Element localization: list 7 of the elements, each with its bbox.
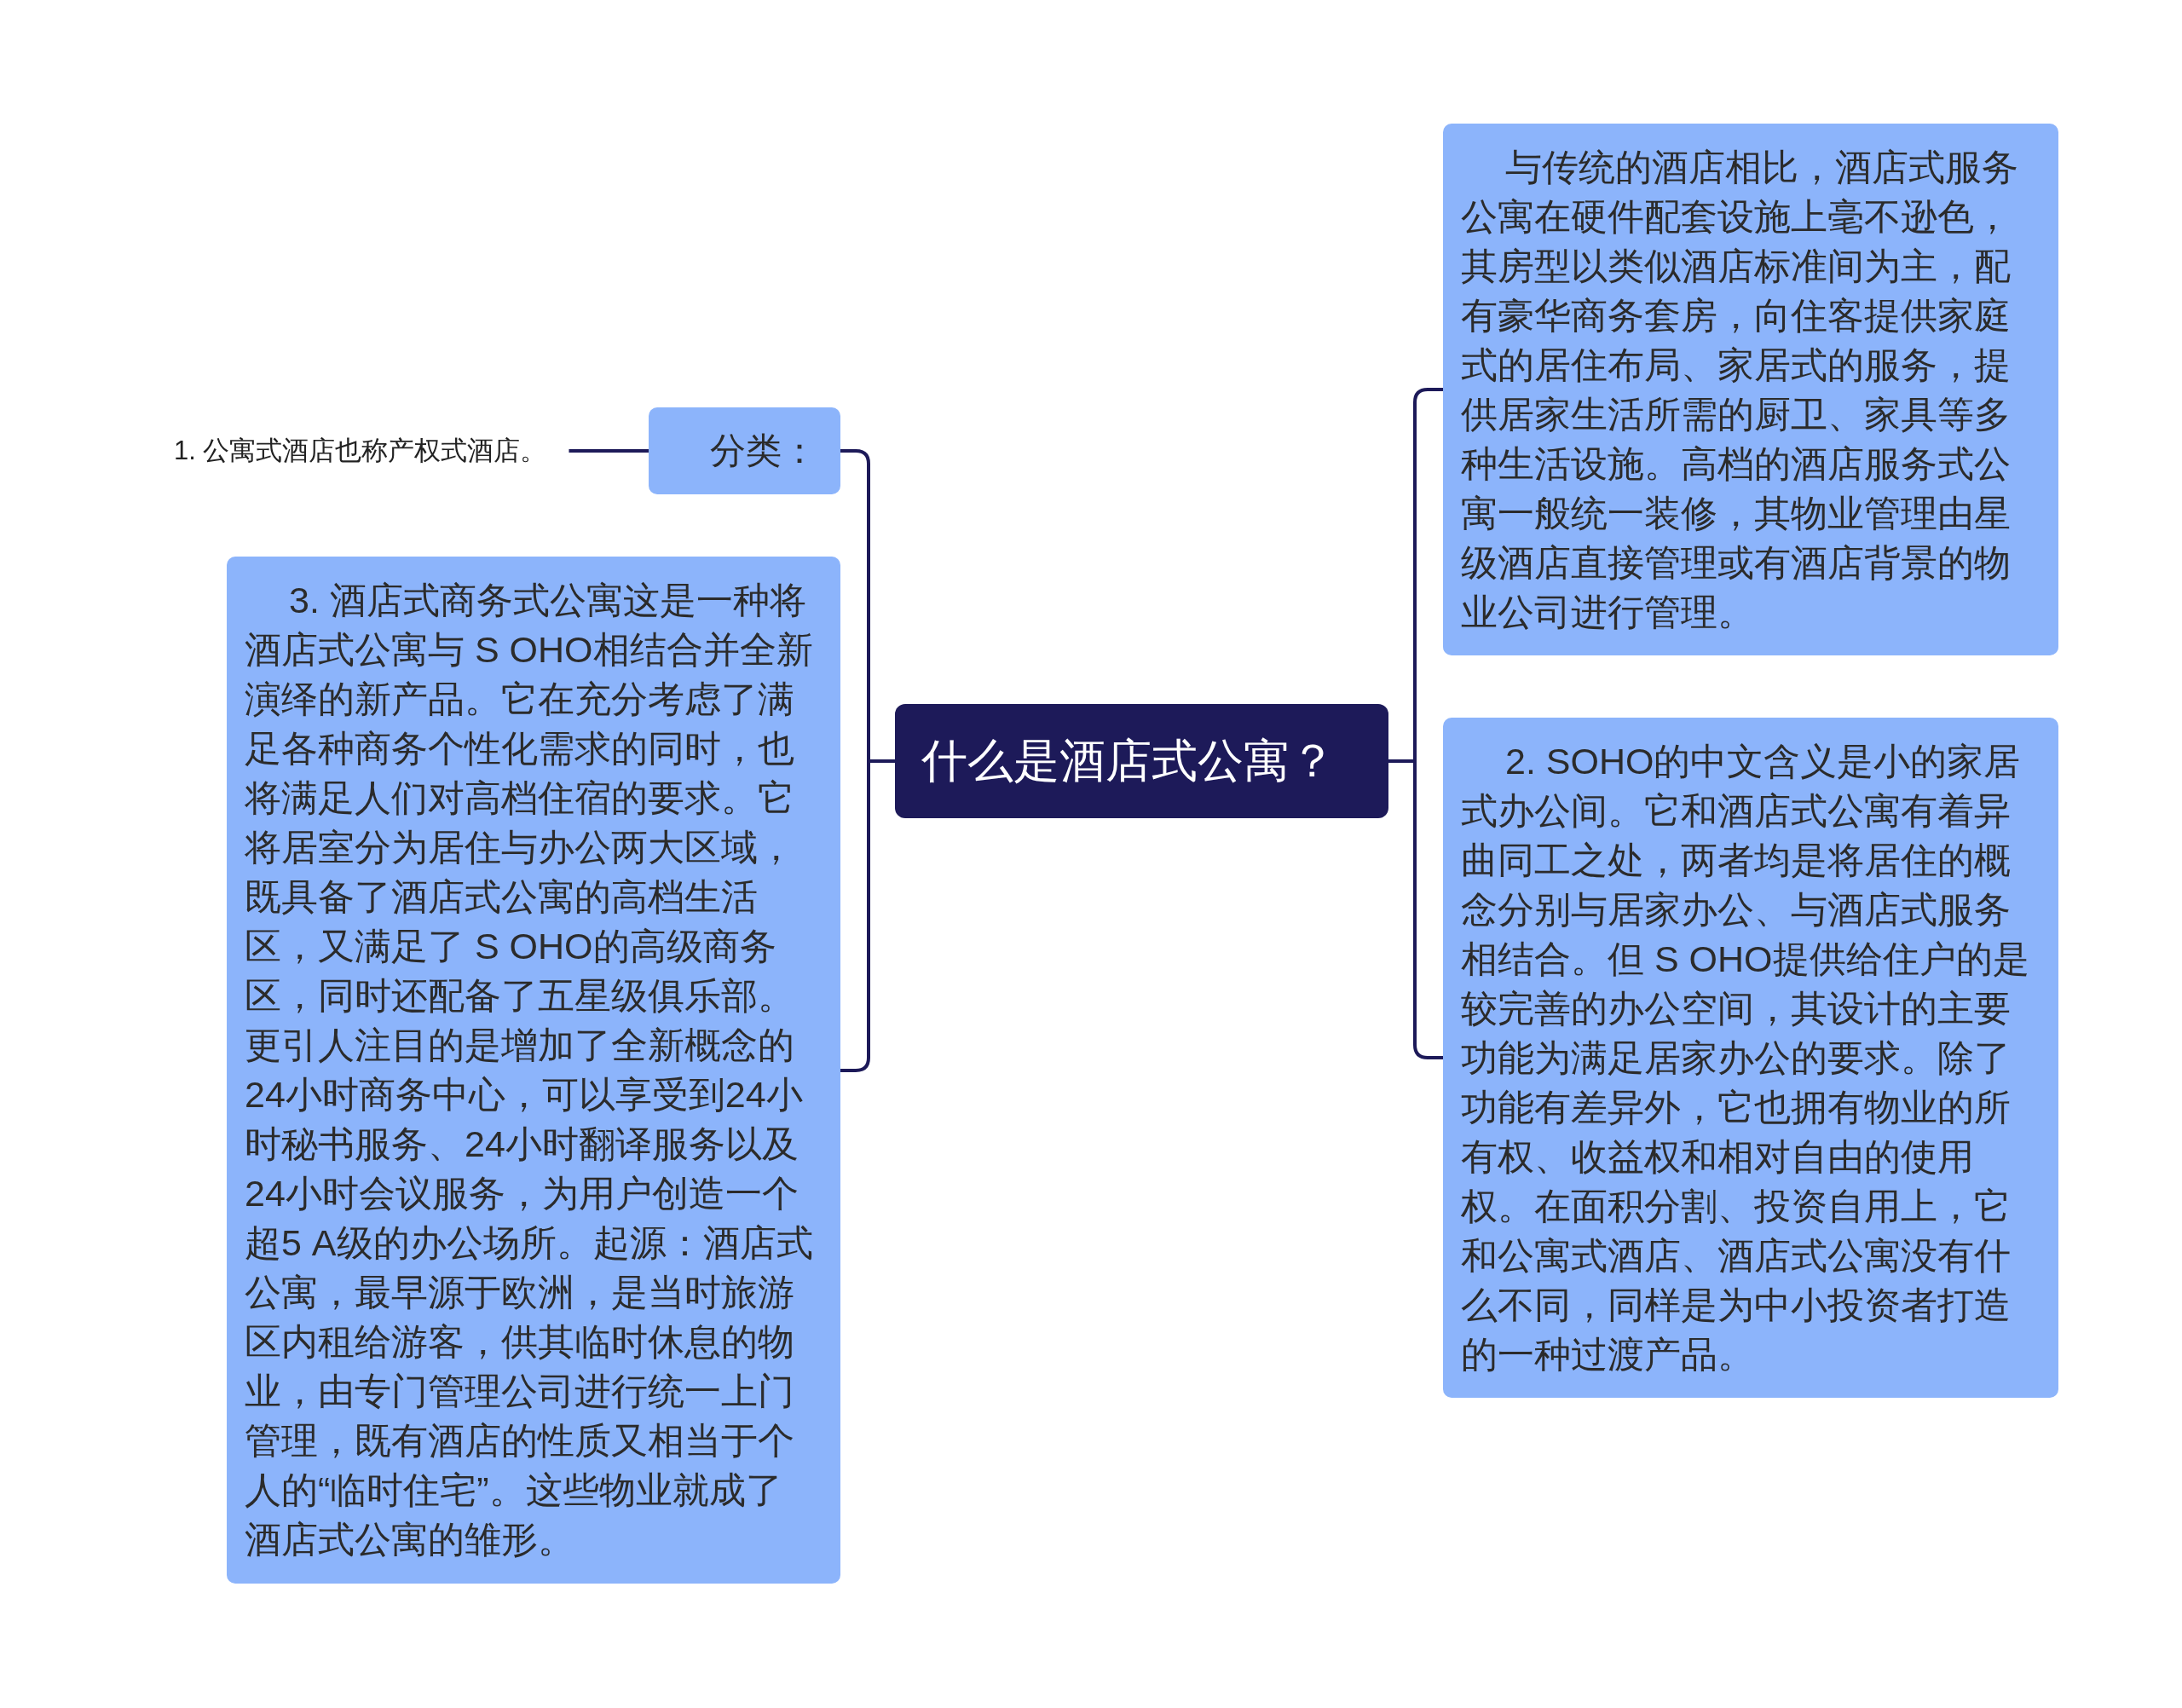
text-card: 3. 酒店式商务式公寓这是一种将酒店式公寓与 S OHO相结合并全新演绎的新产品。它在充分考虑了满足各种商务个性化需求的同时，也将满足人们对高档住宿的要求。它将居室分为居住与办公两大区域，既具备了酒店式公寓的高档生活区，又满足了 S OHO的高级商务区，同时还配备了五星级俱乐部。更引人注目的是增加了全新概念的24小时商务中心，可以享受到24小时秘书服务、24小时翻译服务以及24小时会议服务，为用户创造一个超5 A级的办公场所。起源：酒店式公寓，最早源于欧洲，是当时旅游区内租给游客，供其临时休息的物业，由专门管理公司进行统一上门管理，既有酒店的性质又相当于个人的“临时住宅”。这些物业就成了酒店式公寓的雏形。 [227,557,840,1584]
topic-box: 什么是酒店式公寓？ [895,704,1388,818]
text-card: 与传统的酒店相比，酒店式服务公寓在硬件配套设施上毫不逊色，其房型以类似酒店标准间为主，配有豪华商务套房，向住客提供家庭式的居住布局、家居式的服务，提供居家生活所需的厨卫、家具等多种生活设施。高档的酒店服务式公寓一般统一装修，其物业管理由星级酒店直接管理或有酒店背景的物业公司进行管理。 [1443,124,2058,655]
note-text: 1. 公寓式酒店也称产权式酒店。 [174,432,569,470]
category-box: 分类： [649,407,840,494]
text-card: 2. SOHO的中文含义是小的家居式办公间。它和酒店式公寓有着异曲同工之处，两者均是将居住的概念分别与居家办公、与酒店式服务相结合。但 S OHO提供给住户的是较完善的办公空间，其设计的主要功能为满足居家办公的要求。除了功能有差异外，它也拥有物业的所有权、收益权和相对自由的使用权。在面积分割、投资自用上，它和公寓式酒店、酒店式公寓没有什么不同，同样是为中小投资者打造的一种过渡产品。 [1443,718,2058,1398]
connector-line [569,449,649,453]
